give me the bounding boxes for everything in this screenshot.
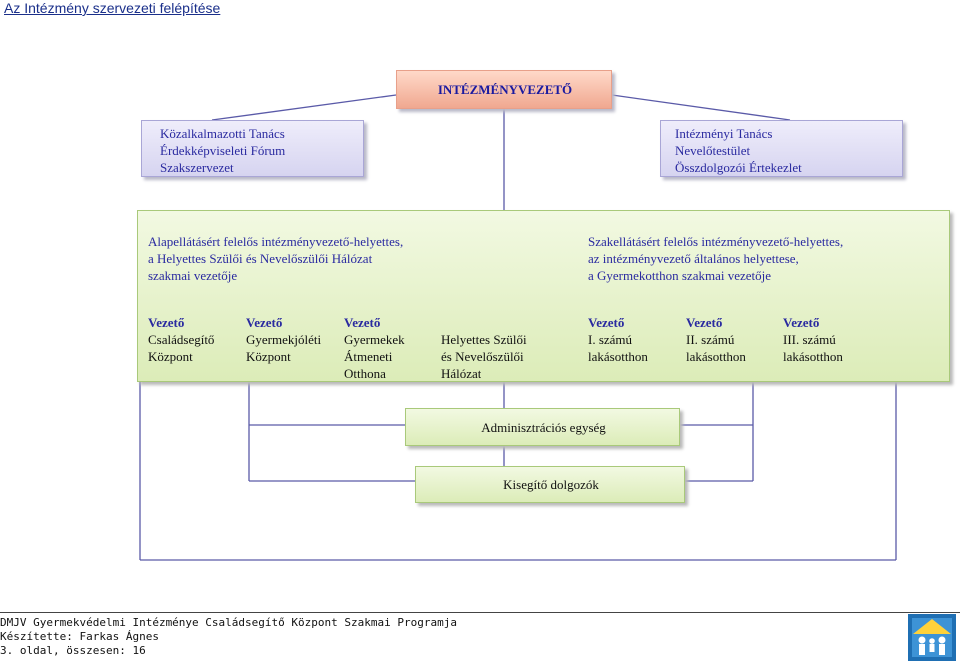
admin-box: Adminisztrációs egység bbox=[405, 408, 680, 446]
board-line-1: Intézményi Tanács bbox=[675, 126, 773, 141]
deputy-left-line-3: szakmai vezetője bbox=[148, 268, 238, 283]
council-line-3: Szakszervezet bbox=[160, 160, 234, 175]
logo-mark bbox=[908, 614, 956, 661]
deputy-right-line-1: Szakellátásért felelős intézményvezető-h… bbox=[588, 234, 844, 249]
support-box: Kisegítő dolgozók bbox=[415, 466, 685, 503]
footer-author: Készítette: Farkas Ágnes bbox=[0, 630, 159, 643]
board-line-3: Összdolgozói Értekezlet bbox=[675, 160, 802, 175]
page-heading: Az Intézmény szervezeti felépítése bbox=[4, 0, 221, 16]
admin-label: Adminisztrációs egység bbox=[481, 420, 606, 435]
unit-line: II. számú bbox=[686, 332, 735, 347]
unit-line: Gyermekek bbox=[344, 332, 405, 347]
unit-title: Vezető bbox=[783, 315, 820, 330]
unit-line: I. számú bbox=[588, 332, 633, 347]
head-to-left-box-line bbox=[211, 94, 397, 121]
unit-line: lakásotthon bbox=[686, 349, 746, 364]
head-box: INTÉZMÉNYVEZETŐ bbox=[396, 70, 612, 109]
support-label: Kisegítő dolgozók bbox=[503, 477, 599, 492]
institution-logo bbox=[908, 614, 956, 661]
management-box: Alapellátásért felelős intézményvezető-h… bbox=[137, 210, 950, 382]
head-to-right-box-line bbox=[611, 94, 791, 121]
unit-line: lakásotthon bbox=[783, 349, 843, 364]
council-line-1: Közalkalmazotti Tanács bbox=[160, 126, 285, 141]
board-box: Intézményi Tanács Nevelőtestület Összdol… bbox=[660, 120, 903, 177]
deputy-right-line-3: a Gyermekotthon szakmai vezetője bbox=[588, 268, 772, 283]
head-title: INTÉZMÉNYVEZETŐ bbox=[437, 82, 573, 97]
unit-title: Vezető bbox=[588, 315, 625, 330]
unit-line: Helyettes Szülői bbox=[441, 332, 527, 347]
council-line-2: Érdekképviseleti Fórum bbox=[160, 143, 286, 158]
footer-page: 3. oldal, összesen: 16 bbox=[0, 644, 146, 657]
deputy-left-line-1: Alapellátásért felelős intézményvezető-h… bbox=[148, 234, 404, 249]
unit-line: III. számú bbox=[783, 332, 836, 347]
deputy-left-line-2: a Helyettes Szülői és Nevelőszülői Hálóz… bbox=[148, 251, 373, 266]
board-line-2: Nevelőtestület bbox=[675, 143, 751, 158]
unit-title: Vezető bbox=[148, 315, 185, 330]
unit-line: Otthona bbox=[344, 366, 386, 378]
unit-line: Családsegítő bbox=[148, 332, 215, 347]
footer-rule bbox=[0, 612, 960, 613]
unit-line: és Nevelőszülői bbox=[441, 349, 524, 364]
footer-program: DMJV Gyermekvédelmi Intézménye Családseg… bbox=[0, 616, 457, 629]
unit-title: Vezető bbox=[686, 315, 723, 330]
unit-line: Központ bbox=[246, 349, 291, 364]
unit-title: Vezető bbox=[344, 315, 381, 330]
deputy-right-line-2: az intézményvezető általános helyettese, bbox=[588, 251, 799, 266]
unit-line: Hálózat bbox=[441, 366, 482, 378]
unit-line: Átmeneti bbox=[344, 349, 393, 364]
unit-line: Gyermekjóléti bbox=[246, 332, 322, 347]
unit-line: lakásotthon bbox=[588, 349, 648, 364]
unit-title: Vezető bbox=[246, 315, 283, 330]
unit-line: Központ bbox=[148, 349, 193, 364]
council-box: Közalkalmazotti Tanács Érdekképviseleti … bbox=[141, 120, 364, 177]
